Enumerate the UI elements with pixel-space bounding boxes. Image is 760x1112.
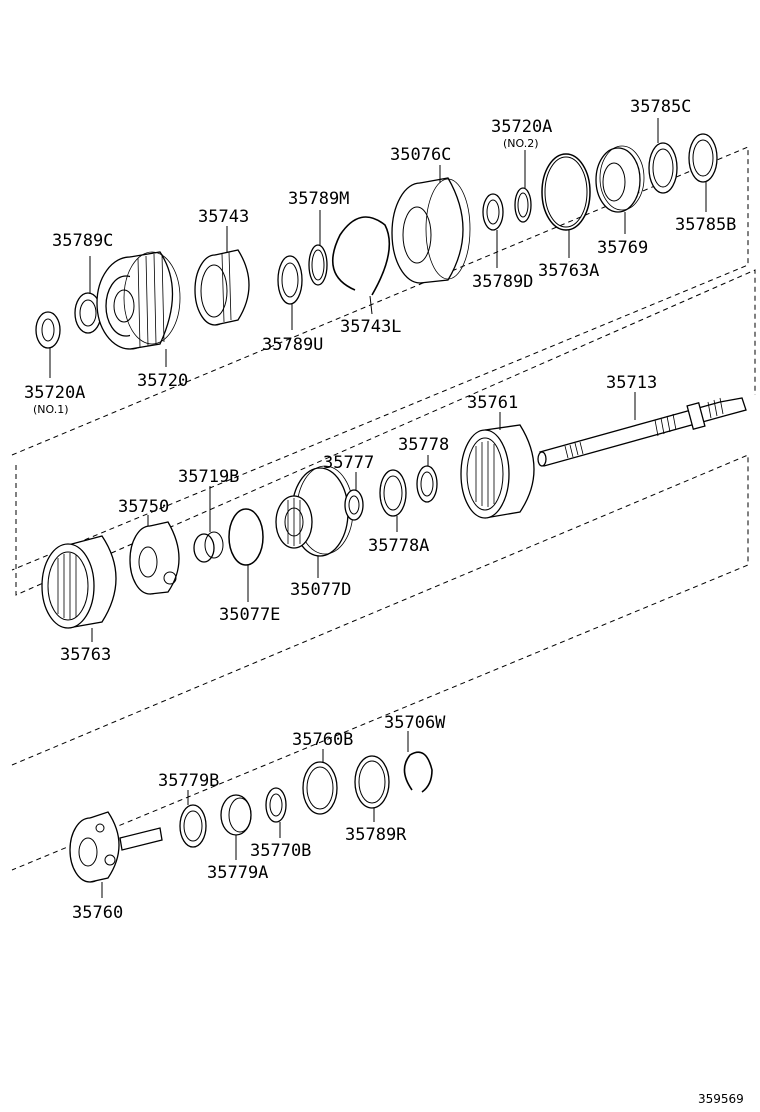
label-35750: 35750 — [118, 497, 169, 517]
part-35785C[interactable] — [648, 142, 678, 194]
part-35760B[interactable] — [302, 761, 338, 815]
group-boundary-2 — [15, 269, 756, 596]
label-35720A-no1: 35720A — [24, 383, 85, 403]
label-35706W: 35706W — [384, 713, 446, 733]
label-35778A: 35778A — [368, 536, 429, 556]
group-boundary-1 — [11, 146, 749, 571]
label-35720: 35720 — [137, 371, 188, 391]
part-35769[interactable] — [595, 145, 645, 213]
label-35779A: 35779A — [207, 863, 268, 883]
label-35076C: 35076C — [390, 145, 451, 165]
label-35077E: 35077E — [219, 605, 280, 625]
part-35720A-no2[interactable] — [514, 187, 532, 223]
label-35789M: 35789M — [288, 189, 349, 209]
label-35763: 35763 — [60, 645, 111, 665]
part-35785B[interactable] — [688, 133, 718, 183]
group-boundary-3 — [11, 454, 749, 871]
label-35789R: 35789R — [345, 825, 407, 845]
label-35789U: 35789U — [262, 335, 323, 355]
label-35785C: 35785C — [630, 97, 691, 117]
label-35769: 35769 — [597, 238, 648, 258]
leader-lines — [49, 118, 707, 898]
part-35763[interactable] — [41, 535, 117, 629]
label-35789D: 35789D — [472, 272, 533, 292]
part-35789D[interactable] — [482, 193, 504, 231]
part-35779B[interactable] — [179, 804, 207, 848]
part-35789M[interactable] — [308, 244, 328, 286]
part-35076C[interactable] — [391, 177, 471, 284]
part-35789U[interactable] — [277, 255, 303, 305]
part-35761[interactable] — [460, 424, 535, 519]
label-35779B: 35779B — [158, 771, 219, 791]
part-35077E[interactable] — [228, 508, 264, 566]
label-35760B: 35760B — [292, 730, 353, 750]
part-35743[interactable] — [194, 249, 250, 326]
label-35719B: 35719B — [178, 467, 239, 487]
diagram-reference-number: 359569 — [698, 1092, 744, 1106]
label-35789C: 35789C — [52, 231, 113, 251]
label-35778: 35778 — [398, 435, 449, 455]
part-35720[interactable] — [96, 251, 181, 350]
part-35743L[interactable] — [331, 216, 391, 296]
part-35778[interactable] — [416, 465, 438, 503]
part-35770B[interactable] — [265, 787, 287, 823]
label-35077D: 35077D — [290, 580, 351, 600]
label-35720A-no2-sub: (NO.2) — [503, 137, 539, 150]
part-35779A[interactable] — [220, 794, 252, 836]
part-35719B[interactable] — [193, 531, 224, 563]
label-35713: 35713 — [606, 373, 657, 393]
part-35763A[interactable] — [541, 153, 591, 231]
label-35785B: 35785B — [675, 215, 736, 235]
label-35763A: 35763A — [538, 261, 599, 281]
part-35706W[interactable] — [403, 751, 433, 793]
part-35713[interactable] — [537, 397, 747, 467]
part-35760[interactable] — [69, 811, 163, 883]
label-35777: 35777 — [323, 453, 374, 473]
part-35789R[interactable] — [354, 755, 390, 809]
part-35777[interactable] — [344, 489, 364, 521]
label-35770B: 35770B — [250, 841, 311, 861]
part-35720A-no1[interactable] — [35, 311, 61, 349]
label-35760: 35760 — [72, 903, 123, 923]
label-35743L: 35743L — [340, 317, 401, 337]
label-35761: 35761 — [467, 393, 518, 413]
label-35743: 35743 — [198, 207, 249, 227]
part-35077D[interactable] — [275, 465, 354, 557]
label-35720A-no2: 35720A — [491, 117, 552, 137]
label-35720A-no1-sub: (NO.1) — [33, 403, 69, 416]
part-35778A[interactable] — [379, 469, 407, 517]
part-35750[interactable] — [129, 521, 180, 595]
